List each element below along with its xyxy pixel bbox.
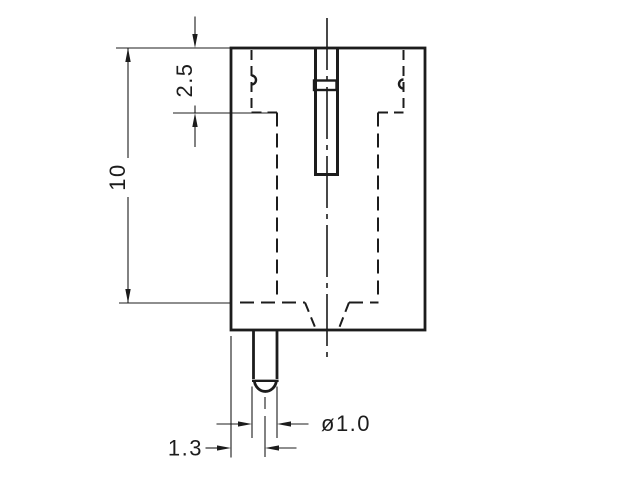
pin [252,331,279,457]
cavity-bump-right [397,78,404,90]
cavity-bump-left [251,74,258,86]
dimension-pin-offset: 1.3 [168,336,297,461]
dimension-pin-diameter: ø1.0 [216,386,371,438]
arrowhead-right-icon [238,421,252,427]
arrowhead-up-icon [192,113,198,127]
dimension-label-pin-diameter: ø1.0 [321,411,371,436]
cavity-taper-left [304,302,317,330]
dimension-label-overall-depth: 10 [105,163,130,190]
cavity-taper-right [337,302,350,330]
component-body-outline [229,46,427,332]
arrowhead-up-icon [125,48,131,62]
arrowhead-down-icon [125,289,131,303]
hidden-cavity [240,50,405,330]
pin-tip-dome [252,380,278,393]
dimension-overall-depth: 10 [105,48,232,304]
dimension-upper-depth: 2.5 [116,16,278,147]
dimension-label-pin-offset: 1.3 [168,436,203,461]
top-slot [312,48,339,176]
component-body [229,46,427,332]
arrowhead-down-icon [192,34,198,48]
arrowhead-right-icon [217,445,231,451]
arrowhead-left-icon [265,445,279,451]
arrowhead-left-icon [277,421,291,427]
slot-contact-window [312,79,338,92]
dimension-label-upper-depth: 2.5 [172,62,197,97]
